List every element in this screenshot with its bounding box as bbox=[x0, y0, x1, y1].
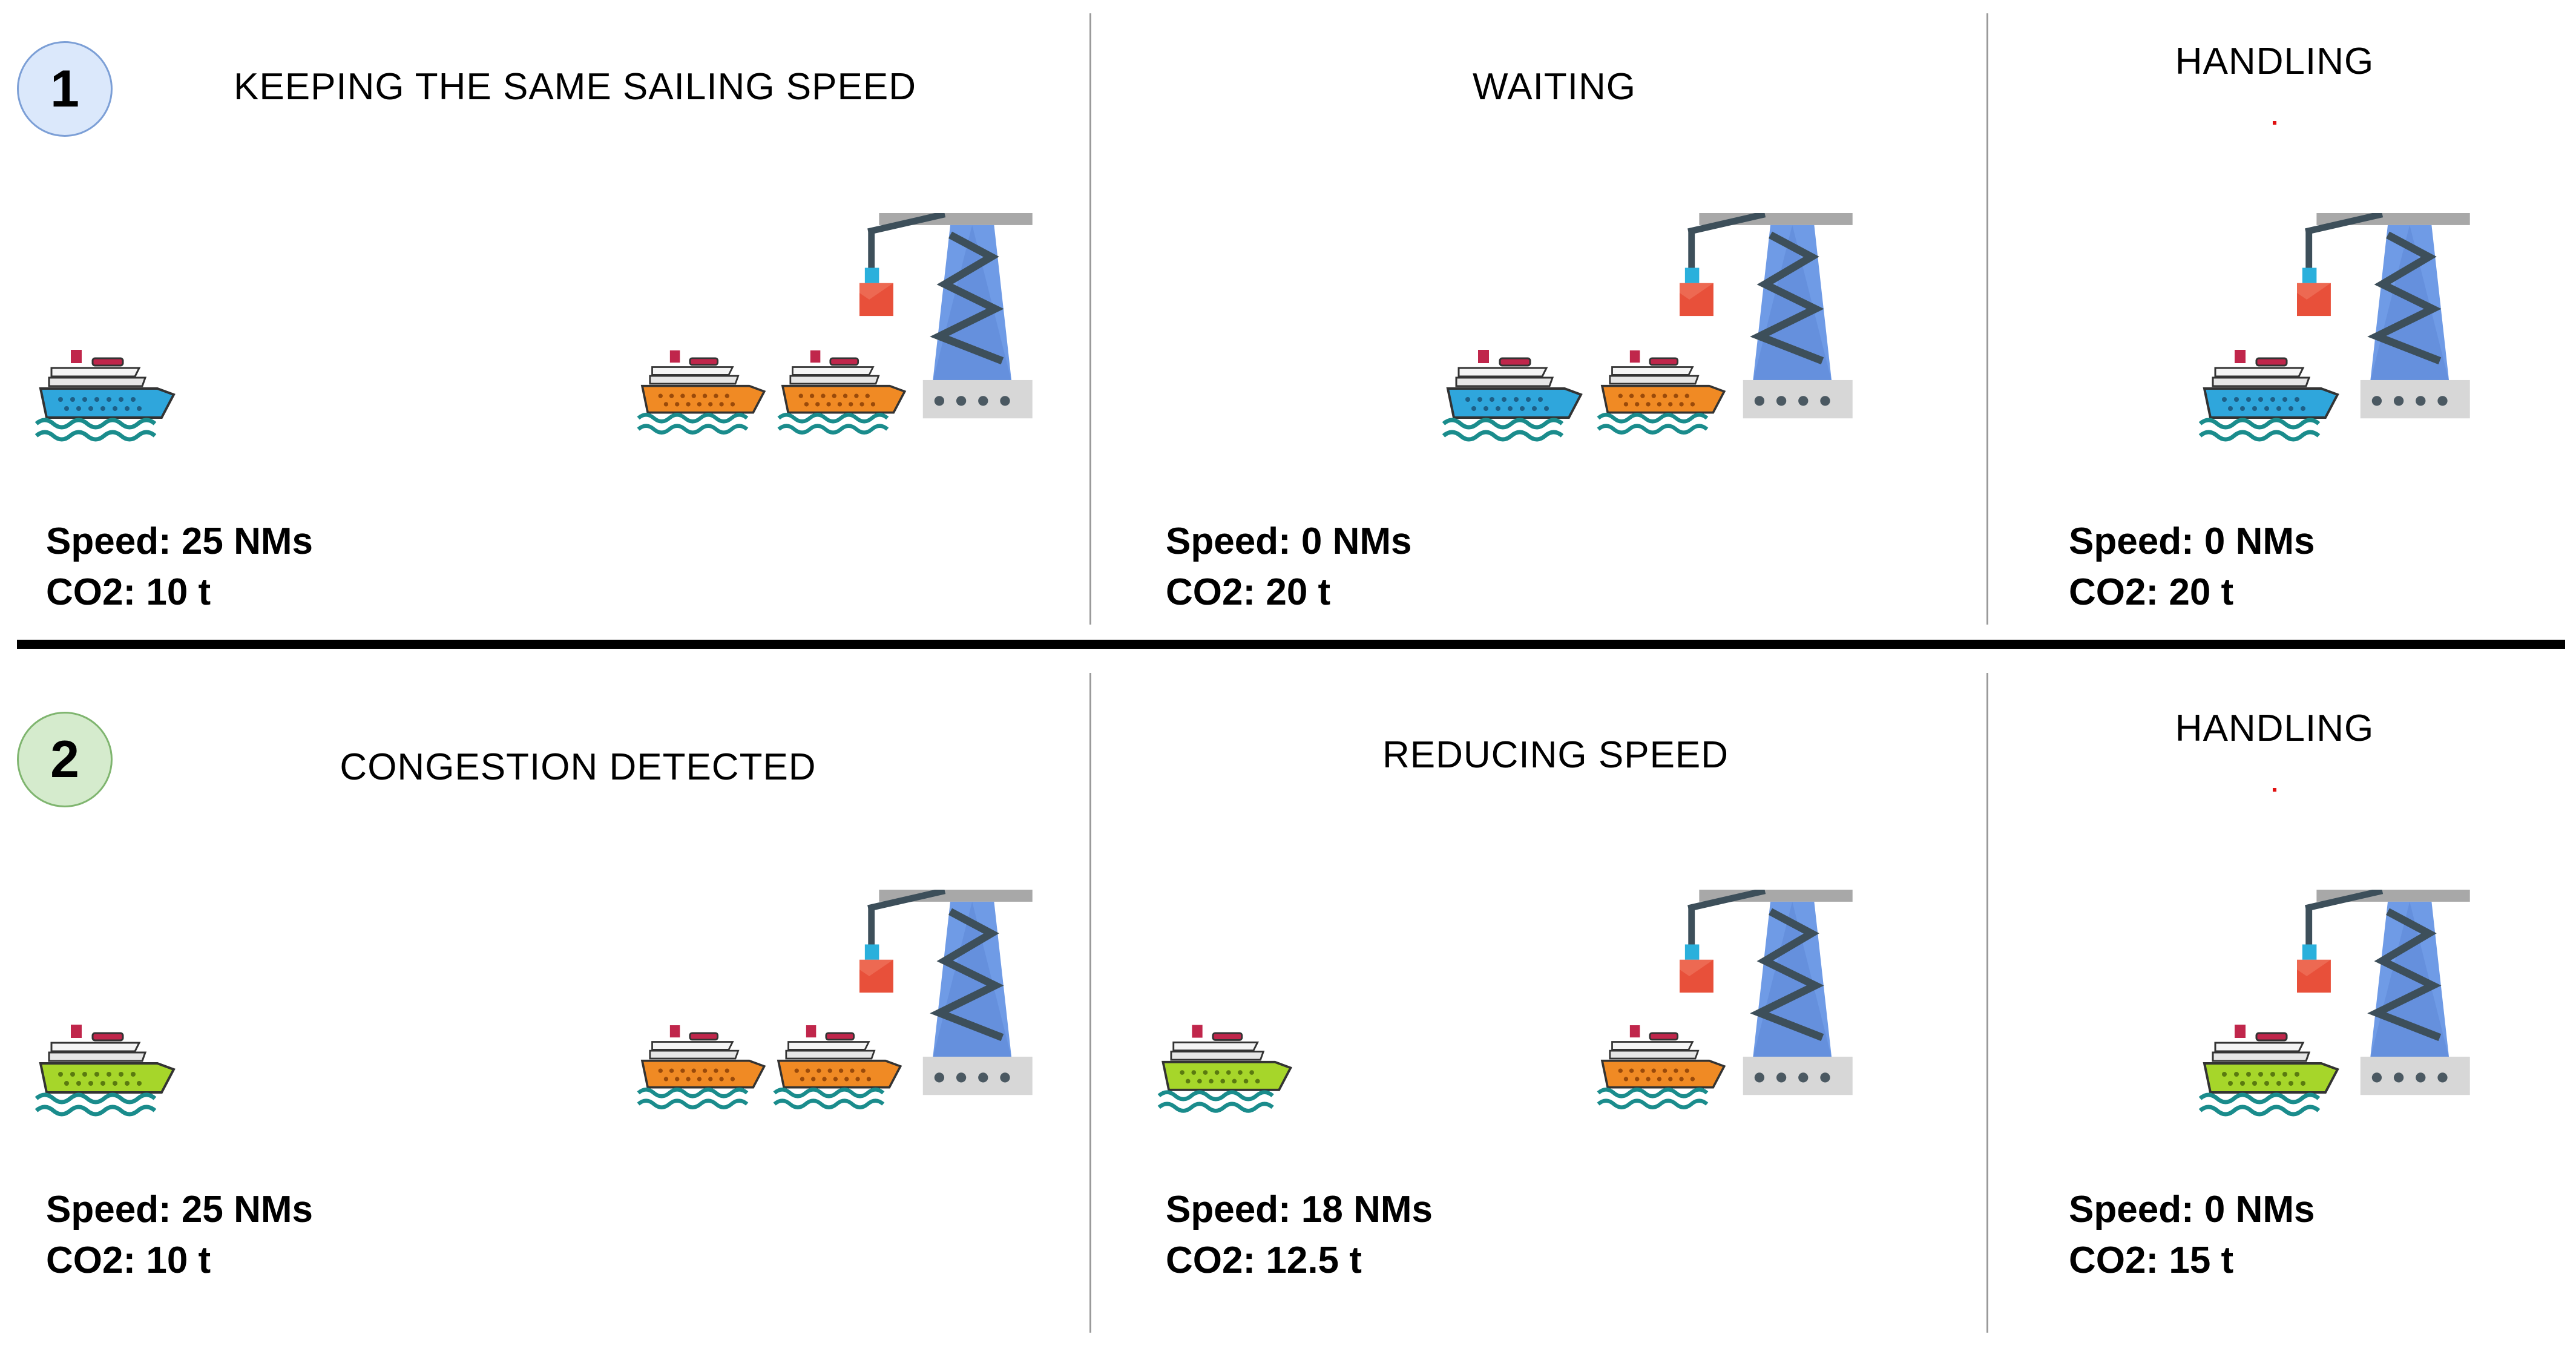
marker-dot bbox=[2273, 121, 2276, 125]
speed-label: Speed: 25 NMs bbox=[46, 520, 314, 562]
port-crane-icon bbox=[859, 890, 1041, 1120]
ship-icon bbox=[636, 339, 769, 442]
co2-label: CO2: 10 t bbox=[46, 571, 211, 613]
scenario-badge: 2 bbox=[17, 712, 113, 807]
port-crane-icon bbox=[1680, 890, 1861, 1120]
panel-title: REDUCING SPEED bbox=[1382, 734, 1729, 776]
co2-label: CO2: 15 t bbox=[2069, 1239, 2234, 1281]
divider-horizontal bbox=[17, 640, 2565, 649]
ship-icon bbox=[1156, 1014, 1295, 1120]
divider-vertical bbox=[1986, 13, 1988, 625]
speed-label: Speed: 0 NMs bbox=[2069, 520, 2315, 562]
speed-label: Speed: 0 NMs bbox=[1166, 520, 1412, 562]
ship-icon bbox=[1441, 339, 1586, 448]
panel-title: CONGESTION DETECTED bbox=[340, 746, 816, 788]
ship-icon bbox=[33, 339, 179, 448]
divider-vertical bbox=[1986, 673, 1988, 1333]
panel-title: WAITING bbox=[1473, 66, 1636, 108]
marker-dot bbox=[2273, 788, 2276, 792]
divider-vertical bbox=[1089, 13, 1091, 625]
port-crane-icon bbox=[859, 213, 1041, 443]
speed-label: Speed: 0 NMs bbox=[2069, 1189, 2315, 1230]
port-crane-icon bbox=[2297, 890, 2479, 1120]
panel-title: KEEPING THE SAME SAILING SPEED bbox=[234, 66, 916, 108]
speed-label: Speed: 18 NMs bbox=[1166, 1189, 1433, 1230]
panel-title: HANDLING bbox=[2175, 41, 2374, 82]
port-crane-icon bbox=[2297, 213, 2479, 443]
ship-icon bbox=[636, 1014, 769, 1117]
panel-title: HANDLING bbox=[2175, 707, 2374, 749]
scenario-badge: 1 bbox=[17, 41, 113, 137]
port-crane-icon bbox=[1680, 213, 1861, 443]
co2-label: CO2: 20 t bbox=[2069, 571, 2234, 613]
co2-label: CO2: 20 t bbox=[1166, 571, 1331, 613]
divider-vertical bbox=[1089, 673, 1091, 1333]
speed-label: Speed: 25 NMs bbox=[46, 1189, 314, 1230]
co2-label: CO2: 10 t bbox=[46, 1239, 211, 1281]
ship-icon bbox=[33, 1014, 179, 1123]
co2-label: CO2: 12.5 t bbox=[1166, 1239, 1362, 1281]
